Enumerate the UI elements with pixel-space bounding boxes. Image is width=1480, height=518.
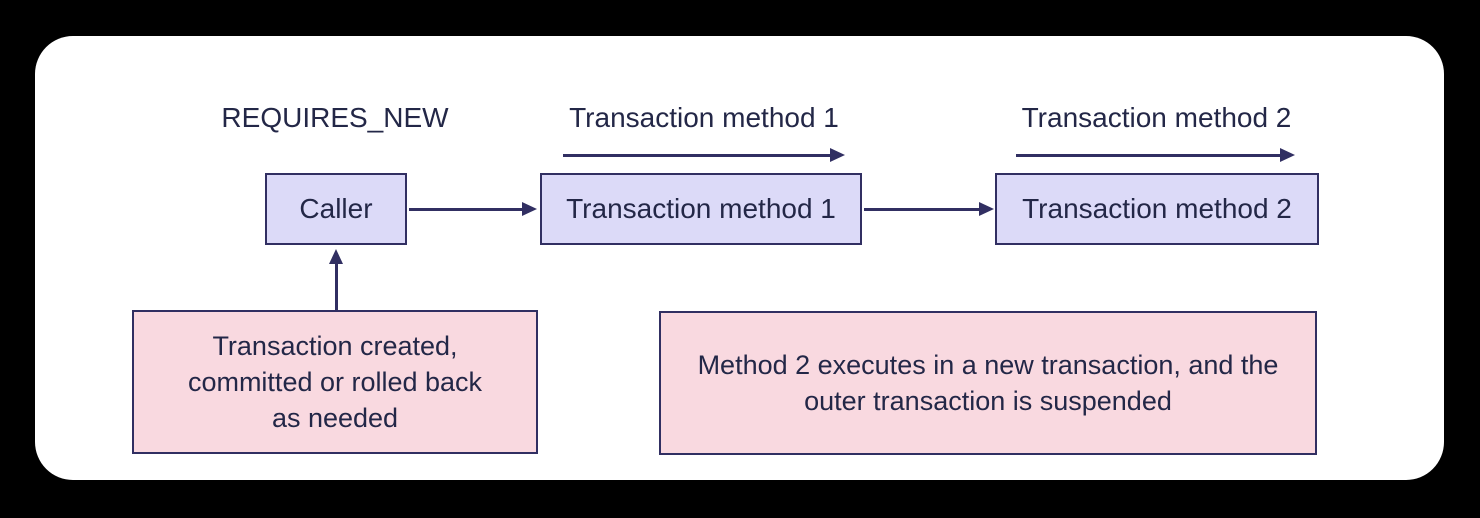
node-transaction-method1: Transaction method 1	[540, 173, 862, 245]
note-method2-explanation: Method 2 executes in a new transaction, …	[659, 311, 1317, 455]
note-transaction-lifecycle: Transaction created, committed or rolled…	[132, 310, 538, 454]
connector-caller-to-method1	[409, 202, 537, 216]
node-caller: Caller	[265, 173, 407, 245]
connector-note-to-caller	[329, 249, 343, 310]
flow-arrow-method1	[563, 148, 845, 162]
note-line: as needed	[271, 403, 399, 433]
flow-label-method1: Transaction method 1	[569, 102, 839, 133]
note-line: Method 2 executes in a new transaction, …	[697, 350, 1279, 380]
propagation-type-title: REQUIRES_NEW	[221, 102, 449, 133]
flow-label-method2: Transaction method 2	[1021, 102, 1292, 133]
node-transaction-method2: Transaction method 2	[995, 173, 1319, 245]
note-line: committed or rolled back	[187, 367, 483, 397]
note-line: outer transaction is suspended	[804, 386, 1172, 416]
flow-arrow-method2	[1016, 148, 1295, 162]
note-line: Transaction created,	[212, 331, 458, 361]
connector-method1-to-method2	[864, 202, 994, 216]
